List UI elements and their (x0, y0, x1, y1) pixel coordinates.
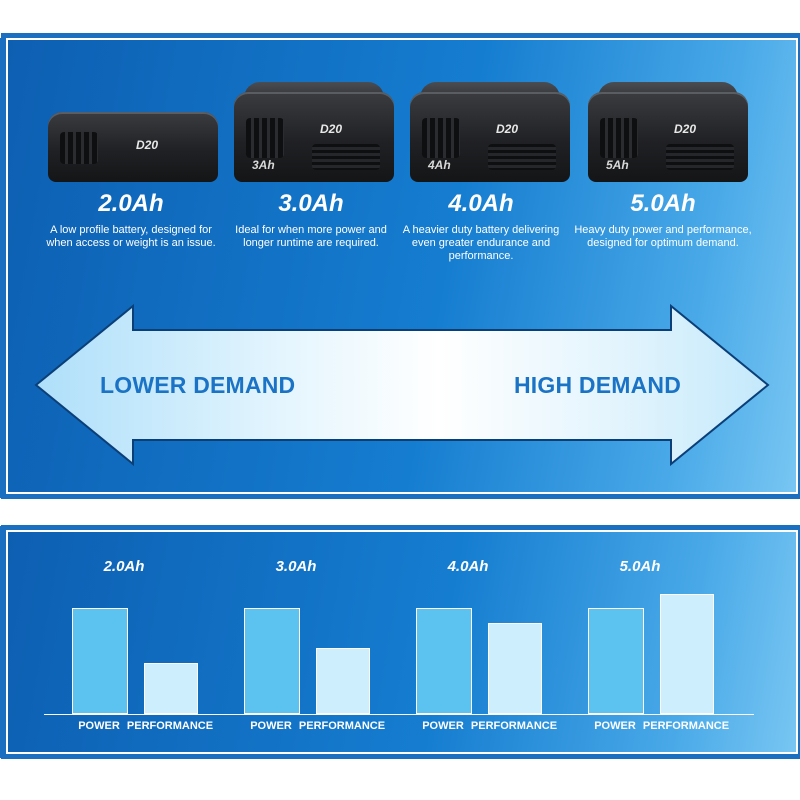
performance-bar (488, 623, 542, 714)
capacity-title: 4.0Ah (448, 190, 514, 217)
chart-category-label: 4.0Ah (447, 558, 489, 575)
battery-capacity-mark: 3Ah (252, 158, 275, 172)
chart-category-label: 3.0Ah (275, 558, 317, 575)
brand-badge: D20 (320, 122, 343, 136)
lower-demand-label: LOWER DEMAND (100, 372, 296, 398)
high-demand-label: HIGH DEMAND (514, 372, 682, 398)
chart-series-label: POWER (78, 720, 120, 732)
performance-bar (316, 648, 370, 714)
performance-bar (144, 663, 198, 714)
battery-image-2ah: D20 (48, 112, 218, 182)
power-bar (244, 608, 300, 714)
power-bar (416, 608, 472, 714)
chart-series-label: PERFORMANCE (642, 720, 730, 732)
chart-series-label: PERFORMANCE (298, 720, 386, 732)
battery-overview-panel: D20 D20 3Ah D20 4Ah D20 5Ah 2.0Ah A low … (6, 38, 798, 494)
capacity-title: 3.0Ah (278, 190, 344, 217)
chart-series-label: PERFORMANCE (470, 720, 558, 732)
chart-baseline (44, 714, 754, 715)
chart-category-label: 2.0Ah (103, 558, 145, 575)
capacity-description: A heavier duty battery delivering even g… (402, 224, 560, 262)
chart-category-label: 5.0Ah (619, 558, 661, 575)
battery-capacity-mark: 4Ah (428, 158, 451, 172)
power-bar (588, 608, 644, 714)
capacity-title: 5.0Ah (630, 190, 696, 217)
performance-bar (660, 594, 714, 714)
brand-badge: D20 (674, 122, 697, 136)
demand-double-arrow (34, 303, 770, 467)
brand-badge: D20 (496, 122, 519, 136)
chart-series-label: PERFORMANCE (126, 720, 214, 732)
battery-image-3ah: D20 3Ah (234, 82, 394, 182)
battery-image-4ah: D20 4Ah (410, 82, 570, 182)
capacity-title: 2.0Ah (98, 190, 164, 217)
capacity-description: Heavy duty power and performance, design… (574, 224, 752, 249)
battery-capacity-mark: 5Ah (606, 158, 629, 172)
power-bar (72, 608, 128, 714)
battery-image-5ah: D20 5Ah (588, 82, 748, 182)
capacity-description: Ideal for when more power and longer run… (235, 224, 387, 249)
capacity-description: A low profile battery, designed for when… (46, 224, 216, 249)
chart-series-label: POWER (250, 720, 292, 732)
brand-badge: D20 (136, 138, 159, 152)
chart-series-label: POWER (422, 720, 464, 732)
chart-series-label: POWER (594, 720, 636, 732)
